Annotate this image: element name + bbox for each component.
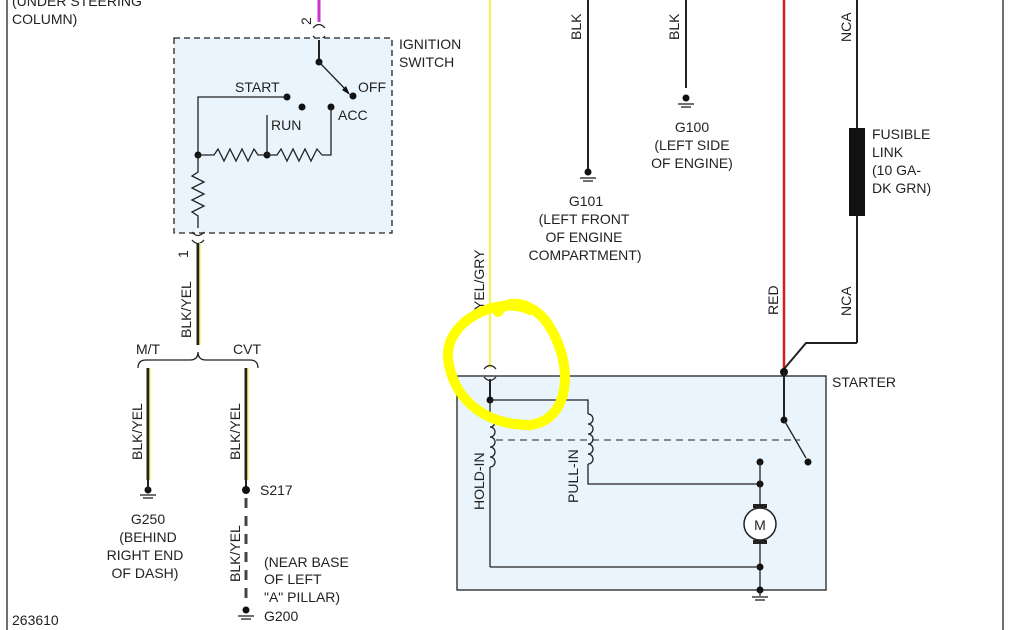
- g100-ground-dot: [682, 94, 690, 102]
- nca-bottom-label: NCA: [838, 286, 854, 316]
- motor-brush-bottom: [753, 540, 767, 544]
- g250-label: G250: [131, 511, 165, 527]
- ign-acc-trace: [322, 107, 332, 156]
- ign-pin-2-label: 2: [298, 17, 314, 25]
- ign-switch-arm: [318, 61, 349, 93]
- ign-start-contact-2: [298, 103, 306, 111]
- g100-label: G100: [675, 119, 709, 135]
- ign-start-trace: [197, 96, 287, 155]
- ign-resistor-1: [198, 147, 267, 163]
- g101-desc-1: (LEFT FRONT: [539, 211, 630, 227]
- s217-splice-dot: [242, 486, 250, 494]
- hold-in-coil: [489, 416, 496, 468]
- g101-label: G101: [569, 193, 603, 209]
- s217-note-2: OF LEFT: [264, 571, 322, 587]
- ignition-label-2: SWITCH: [399, 54, 454, 70]
- fusible-link-label-3: (10 GA-: [872, 162, 921, 178]
- g100-desc-1: (LEFT SIDE: [654, 137, 729, 153]
- pull-in-feed: [490, 399, 589, 414]
- ign-resistor-3: [190, 155, 206, 228]
- g200-ground-dot: [242, 606, 250, 614]
- motor-label: M: [754, 517, 766, 533]
- blk-g100-label: BLK: [666, 13, 682, 40]
- s217-label: S217: [260, 482, 293, 498]
- g101-desc-2: OF ENGINE: [545, 229, 622, 245]
- ign-out-wire-label: BLK/YEL: [178, 281, 194, 338]
- g250-desc-3: OF DASH): [112, 565, 179, 581]
- branch-mt-label: M/T: [136, 341, 161, 357]
- ign-top-connector: [312, 23, 326, 29]
- starter-box: [456, 375, 827, 591]
- s217-note-1: (NEAR BASE: [264, 554, 349, 570]
- pull-in-coil: [587, 413, 594, 465]
- ign-run-label: RUN: [271, 117, 301, 133]
- solenoid-contact-bottom: [804, 458, 812, 466]
- blk-g101-label: BLK: [568, 13, 584, 40]
- column-note-line-2: COLUMN): [12, 11, 77, 27]
- ignition-label-1: IGNITION: [399, 36, 461, 52]
- g200-label: G200: [264, 608, 298, 624]
- branch-bracket: [137, 351, 259, 369]
- mt-wire-label: BLK/YEL: [129, 403, 145, 460]
- fusible-link-label-2: LINK: [872, 144, 904, 160]
- cvt-wire-label: BLK/YEL: [227, 403, 243, 460]
- yel-gry-wire-label: YEL/GRY: [471, 249, 487, 310]
- ign-pin-1-label: 1: [175, 250, 191, 258]
- fusible-link-body: [849, 128, 865, 216]
- g101-desc-3: COMPARTMENT): [528, 247, 641, 263]
- g100-desc-2: OF ENGINE): [651, 155, 733, 171]
- ignition-switch-box: [173, 37, 393, 234]
- fusible-link-label-4: DK GRN): [872, 180, 931, 196]
- solenoid-switch-arm: [783, 419, 807, 459]
- ign-acc-label: ACC: [338, 107, 368, 123]
- ign-off-contact: [349, 92, 357, 100]
- ign-bottom-connector: [191, 231, 205, 237]
- highlight-annotation: [442, 298, 570, 431]
- ign-resistor-2: [267, 147, 323, 163]
- ign-bottom-connector-2: [191, 239, 205, 245]
- g250-desc-2: RIGHT END: [107, 547, 184, 563]
- ign-arm-arrow: [342, 86, 350, 95]
- hold-in-label: HOLD-IN: [471, 452, 487, 510]
- red-wire-label: RED: [765, 285, 781, 315]
- ign-start-label: START: [235, 79, 280, 95]
- starter-label: STARTER: [832, 374, 896, 390]
- g250-desc-1: (BEHIND: [119, 529, 177, 545]
- ign-off-label: OFF: [358, 79, 386, 95]
- pull-in-label: PULL-IN: [565, 449, 581, 503]
- nca-top-label: NCA: [838, 12, 854, 42]
- starter-connector: [483, 364, 497, 370]
- motor-brush-top: [753, 504, 767, 508]
- pull-in-return: [587, 464, 760, 485]
- column-note-line-1: (UNDER STEERING: [12, 0, 142, 9]
- cvt-lower-wire-label: BLK/YEL: [227, 525, 243, 582]
- branch-cvt-label: CVT: [233, 341, 261, 357]
- nca-to-starter-wire: [783, 342, 857, 370]
- fusible-link-label-1: FUSIBLE: [872, 126, 930, 142]
- s217-note-3: "A" PILLAR): [264, 589, 340, 605]
- figure-id: 263610: [12, 612, 59, 628]
- g101-ground-dot: [584, 168, 592, 176]
